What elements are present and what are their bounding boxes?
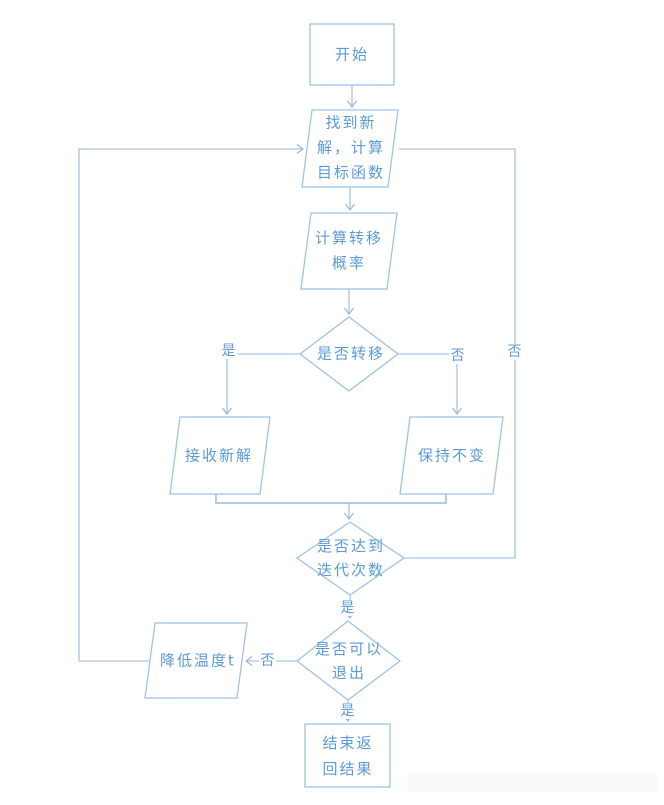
start-node-shape xyxy=(309,23,395,86)
edge-transfer-yes-to-accept xyxy=(222,353,300,415)
edge-merge-accept-keep xyxy=(215,494,447,504)
find-solution-node-shape xyxy=(301,109,399,188)
end-node-shape xyxy=(304,723,391,788)
iteration-decision-node-shape xyxy=(295,521,406,596)
keep-unchanged-node-shape xyxy=(399,416,504,495)
lower-temperature-node-shape xyxy=(144,622,248,699)
accept-solution-node-shape xyxy=(169,416,271,495)
background-patch xyxy=(407,772,657,793)
exit-decision-node-shape xyxy=(295,620,402,701)
transfer-decision-node-shape xyxy=(298,316,400,392)
edge-lower-temperature-loop-to-find xyxy=(78,144,304,662)
transfer-probability-node-shape xyxy=(300,212,398,290)
edge-transfer-no-to-keep xyxy=(398,353,462,415)
